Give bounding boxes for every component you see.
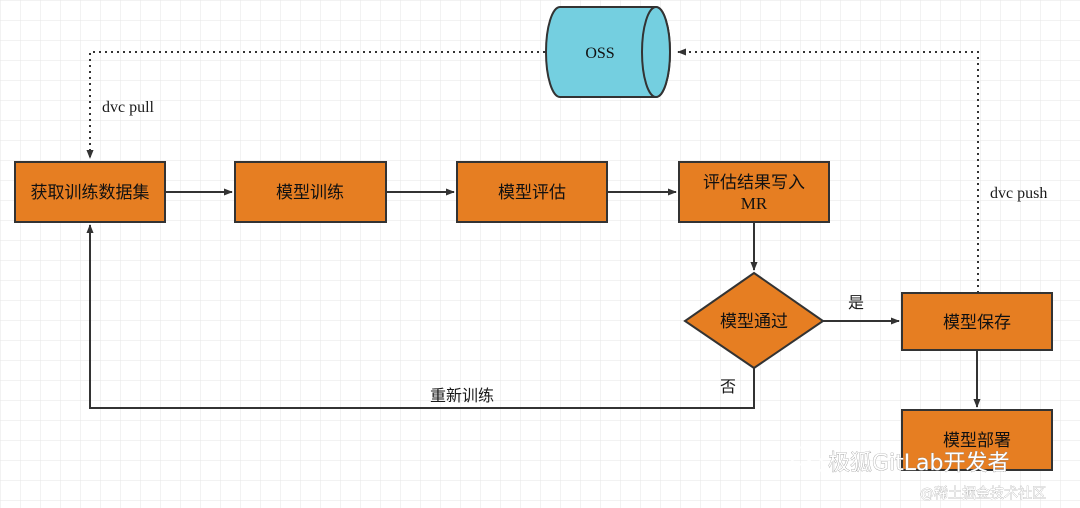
edge-dvc-push	[677, 48, 979, 293]
node-train-model	[234, 161, 387, 223]
node-decision	[683, 271, 825, 370]
node-acquire-dataset	[14, 161, 166, 223]
node-deploy-model	[901, 409, 1053, 471]
watermark: 极狐GitLab开发者 @稀土掘金技术社区	[790, 446, 1046, 502]
edge-label-yes: 是	[848, 295, 864, 312]
node-evaluate-model	[456, 161, 608, 223]
edge-label-dvc-pull: dvc pull	[102, 99, 155, 116]
label-train: 模型训练	[276, 183, 344, 202]
oss-storage-node: OSS	[545, 6, 671, 98]
label-decision: 模型通过	[720, 312, 788, 331]
node-write-mr	[678, 161, 830, 223]
label-evaluate: 模型评估	[498, 183, 566, 202]
wechat-icon	[790, 446, 825, 473]
watermark-brand: 极狐GitLab开发者	[828, 451, 1010, 476]
oss-label: OSS	[585, 45, 614, 62]
edge-label-retrain: 重新训练	[430, 387, 494, 405]
node-save-model	[901, 292, 1053, 351]
label-write-mr-line2: MR	[741, 194, 768, 213]
edge-dvc-pull	[86, 51, 545, 159]
label-save: 模型保存	[943, 313, 1011, 332]
edge-retrain	[86, 224, 755, 409]
edge-label-dvc-push: dvc push	[990, 185, 1047, 202]
edge-label-no: 否	[720, 379, 736, 396]
label-deploy: 模型部署	[943, 431, 1011, 450]
label-write-mr-line1: 评估结果写入	[703, 173, 805, 192]
label-acquire: 获取训练数据集	[31, 183, 150, 202]
watermark-site: @稀土掘金技术社区	[920, 486, 1046, 502]
